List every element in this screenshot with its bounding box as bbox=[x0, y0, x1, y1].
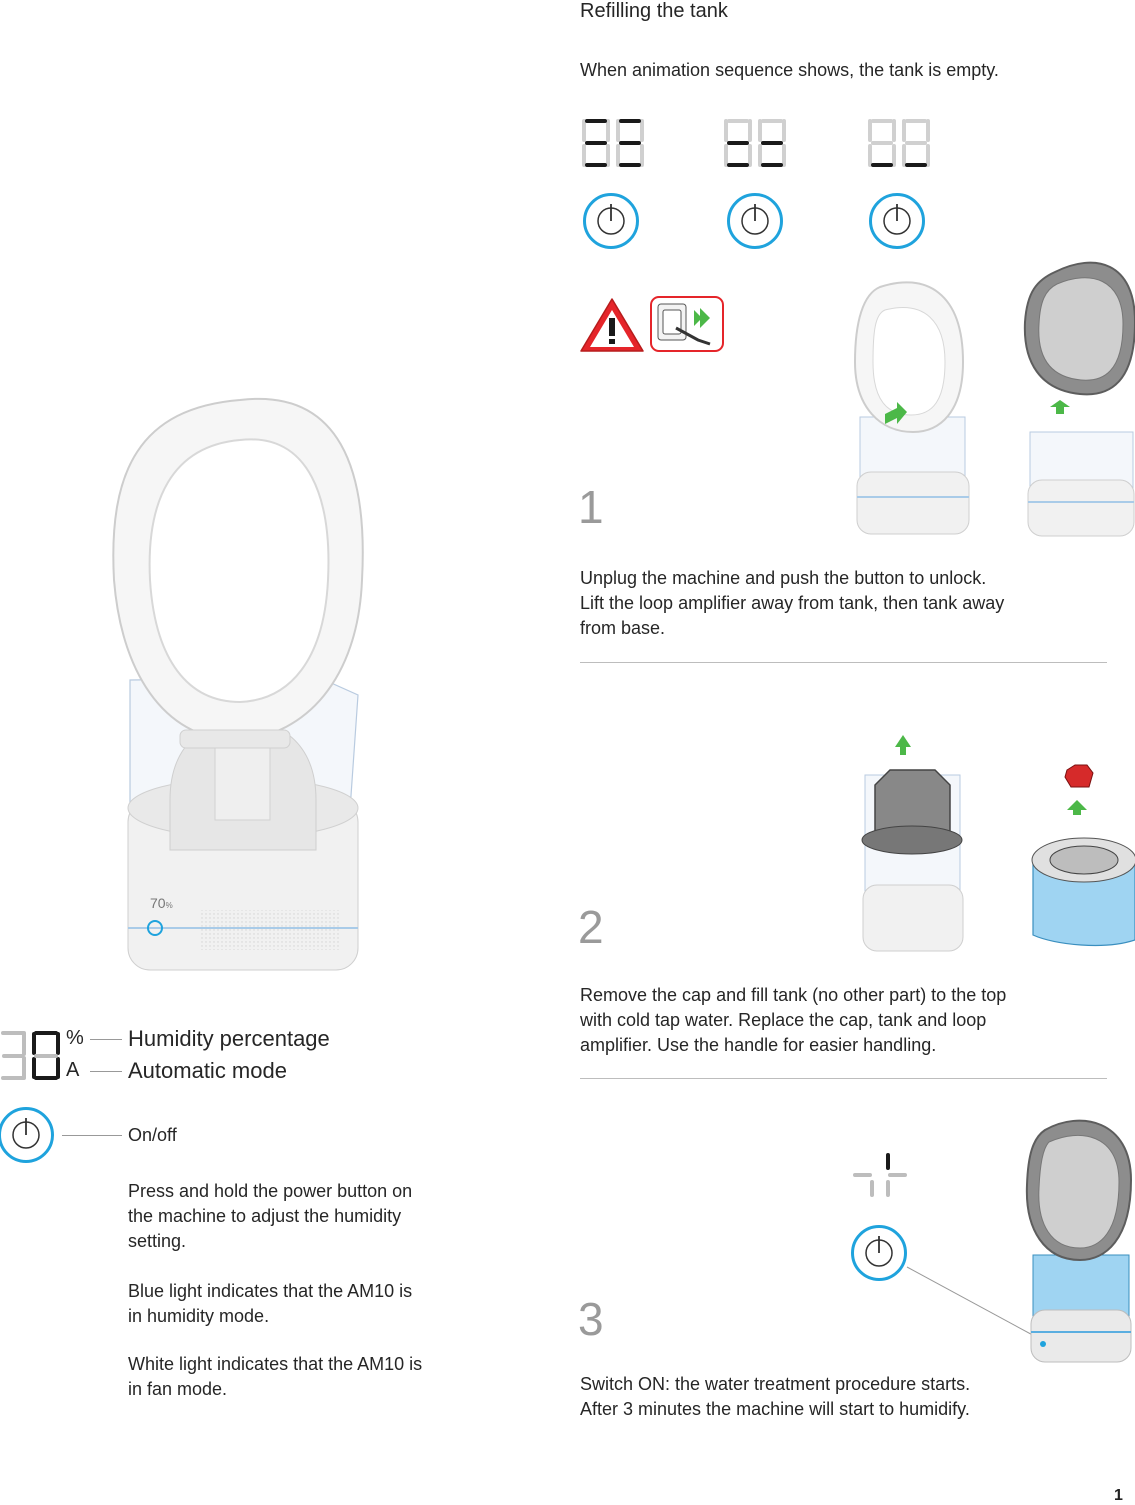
legend-paragraph: Press and hold the power button on the m… bbox=[128, 1181, 413, 1251]
onoff-label: On/off bbox=[128, 1125, 177, 1145]
onoff-leader-line bbox=[62, 1135, 122, 1136]
legend-paragraph: Blue light indicates that the AM10 is in… bbox=[128, 1281, 413, 1326]
empty-animation-frame-3 bbox=[868, 119, 930, 167]
step-divider bbox=[580, 1078, 1107, 1079]
auto-label: Automatic mode bbox=[128, 1058, 287, 1083]
auto-leader-line bbox=[90, 1071, 122, 1072]
power-icon bbox=[583, 193, 639, 249]
segment-display-icon bbox=[1, 1031, 60, 1080]
warning-icon bbox=[580, 298, 644, 352]
humidifier-illustration bbox=[112, 397, 364, 971]
power-icon bbox=[727, 193, 783, 249]
device-humidity-readout: 70% bbox=[150, 895, 173, 911]
page-number: 1 bbox=[1114, 1487, 1123, 1504]
humidity-leader-line bbox=[90, 1039, 122, 1040]
step-text: Switch ON: the water treatment procedure… bbox=[580, 1374, 971, 1419]
step3-illustration bbox=[1025, 1119, 1133, 1363]
step-number: 3 bbox=[578, 1293, 604, 1345]
countdown-display-icon bbox=[853, 1153, 907, 1197]
step-text: Unplug the machine and push the button t… bbox=[580, 568, 1005, 638]
pointer-line bbox=[906, 1266, 1041, 1340]
device-power-icon bbox=[147, 920, 163, 936]
power-icon bbox=[0, 1107, 54, 1163]
humidity-label: Humidity percentage bbox=[128, 1026, 330, 1051]
device-unit: % bbox=[165, 901, 173, 910]
step2-illustration bbox=[861, 735, 1135, 952]
intro-text: When animation sequence shows, the tank … bbox=[580, 60, 999, 80]
section-title: Refilling the tank bbox=[580, 0, 728, 22]
step-number: 1 bbox=[578, 481, 604, 533]
device-reading: 70 bbox=[150, 895, 166, 911]
empty-animation-frame-2 bbox=[724, 119, 786, 167]
auto-symbol: A bbox=[66, 1059, 80, 1081]
unplug-icon bbox=[650, 296, 724, 352]
step-divider bbox=[580, 662, 1107, 663]
power-icon bbox=[851, 1225, 907, 1281]
step1-illustration bbox=[853, 261, 1135, 537]
humidity-symbol: % bbox=[66, 1027, 84, 1049]
step-text: Remove the cap and fill tank (no other p… bbox=[580, 985, 1007, 1055]
legend-paragraph: White light indicates that the AM10 is i… bbox=[128, 1354, 423, 1399]
empty-animation-frame-1 bbox=[582, 119, 644, 167]
power-icon bbox=[869, 193, 925, 249]
step-number: 2 bbox=[578, 901, 604, 953]
